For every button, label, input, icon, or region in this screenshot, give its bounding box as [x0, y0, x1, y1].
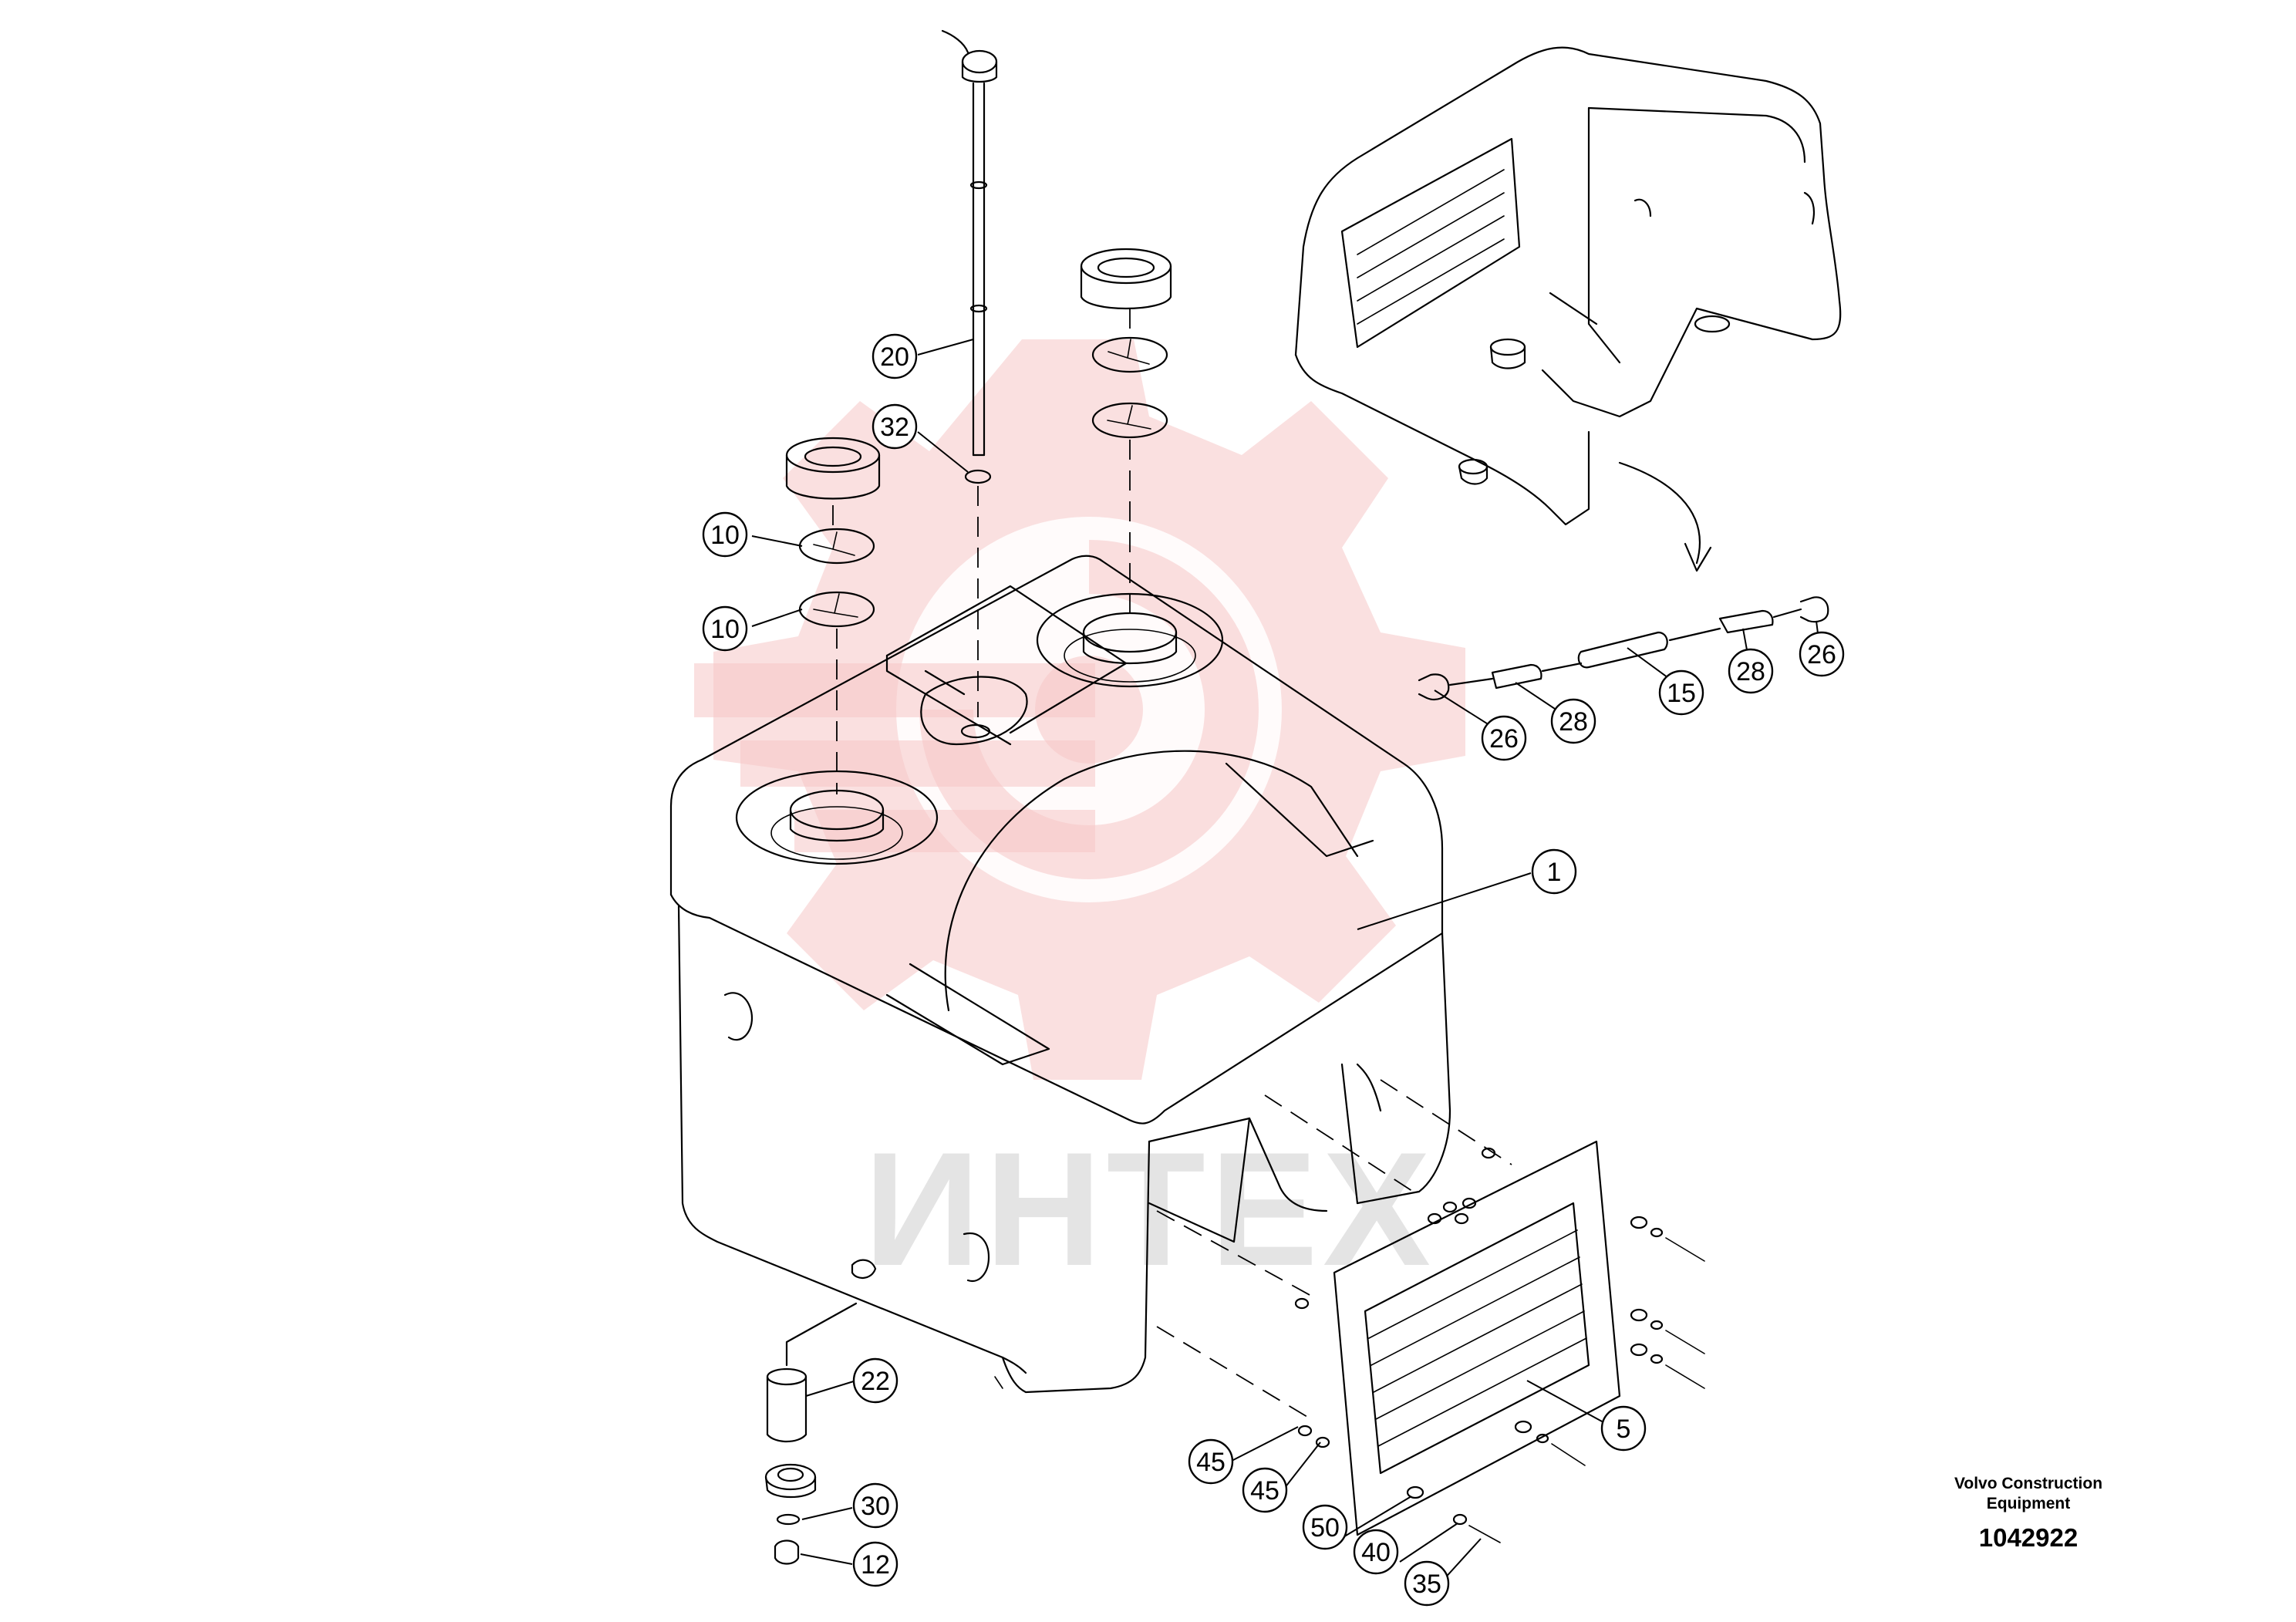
callout-number: 22 — [861, 1367, 890, 1396]
callout-circle — [1353, 1529, 1399, 1575]
o-ring-32 — [964, 469, 992, 484]
callout-c10a: 10 — [702, 511, 748, 558]
callout-number: 20 — [880, 342, 909, 372]
callout-circle — [872, 403, 918, 450]
callout-number: 32 — [880, 413, 909, 442]
inset-hood-view — [1294, 46, 1842, 572]
level-sender-20 — [941, 29, 998, 457]
callout-c10b: 10 — [702, 605, 748, 652]
manufacturer-line-1: Volvo Construction — [1954, 1475, 2102, 1492]
callout-c32: 32 — [872, 403, 918, 450]
callout-circle — [1531, 848, 1577, 895]
callout-c12: 12 — [852, 1541, 899, 1587]
callout-number: 26 — [1807, 640, 1836, 669]
callout-c40: 40 — [1353, 1529, 1399, 1575]
callout-c45b: 45 — [1242, 1467, 1288, 1513]
drawing-number: 1042922 — [1979, 1523, 2078, 1552]
callout-c28b: 28 — [1728, 648, 1774, 694]
callout-number: 1 — [1547, 858, 1562, 887]
grille-part-5 — [1333, 1140, 1621, 1536]
callout-c30: 30 — [852, 1482, 899, 1529]
grille-fasteners — [1156, 1079, 1705, 1543]
manufacturer-line-2: Equipment — [1987, 1495, 2071, 1512]
callout-number: 15 — [1667, 679, 1696, 708]
callout-c5: 5 — [1600, 1405, 1647, 1452]
callout-circle — [1600, 1405, 1647, 1452]
callout-circle — [1728, 648, 1774, 694]
callout-circle — [1550, 698, 1596, 744]
callout-circle — [1242, 1467, 1288, 1513]
callout-c20: 20 — [872, 333, 918, 379]
callout-circle — [1302, 1504, 1348, 1550]
callout-c1: 1 — [1531, 848, 1577, 895]
callout-c22: 22 — [852, 1357, 899, 1404]
cap-stack-left — [785, 437, 881, 628]
callout-number: 35 — [1412, 1570, 1441, 1599]
callout-circle — [852, 1482, 899, 1529]
callout-number: 45 — [1250, 1476, 1279, 1506]
callout-number: 26 — [1489, 724, 1519, 754]
callout-number: 10 — [710, 521, 740, 550]
callout-circle — [852, 1541, 899, 1587]
callout-c35: 35 — [1404, 1560, 1450, 1607]
callout-number: 45 — [1196, 1448, 1226, 1477]
callout-number: 28 — [1559, 707, 1588, 737]
drain-assembly — [764, 1302, 858, 1565]
callout-circle — [1481, 715, 1527, 761]
callout-number: 28 — [1736, 657, 1765, 686]
callout-c26b: 26 — [1799, 631, 1845, 677]
callout-c28a: 28 — [1550, 698, 1596, 744]
callout-number: 50 — [1310, 1513, 1340, 1543]
callout-circle — [852, 1357, 899, 1404]
hood-part-1 — [669, 555, 1451, 1394]
cap-stack-right — [1080, 248, 1172, 439]
callout-number: 5 — [1617, 1415, 1631, 1444]
info-block: Volvo Construction Equipment 1042922 — [1954, 1475, 2102, 1552]
callout-circle — [1799, 631, 1845, 677]
callout-circle — [1188, 1438, 1234, 1485]
callout-c15: 15 — [1658, 669, 1704, 716]
callout-number: 40 — [1361, 1538, 1391, 1567]
callout-circle — [872, 333, 918, 379]
callout-circle — [1404, 1560, 1450, 1607]
callout-circle — [702, 605, 748, 652]
callout-c50: 50 — [1302, 1504, 1348, 1550]
callout-labels: 20 32 10 10 26 28 15 28 26 1 22 30 12 45 45 50 40 35 5 — [702, 333, 1845, 1607]
callout-number: 10 — [710, 615, 740, 644]
callout-c45a: 45 — [1188, 1438, 1234, 1485]
hose-assembly — [1418, 596, 1829, 701]
callout-number: 30 — [861, 1492, 890, 1521]
callout-number: 12 — [861, 1550, 890, 1580]
callout-circle — [702, 511, 748, 558]
watermark-gear-logo: ИНТЕХ — [694, 339, 1465, 1300]
callout-c26a: 26 — [1481, 715, 1527, 761]
callout-circle — [1658, 669, 1704, 716]
